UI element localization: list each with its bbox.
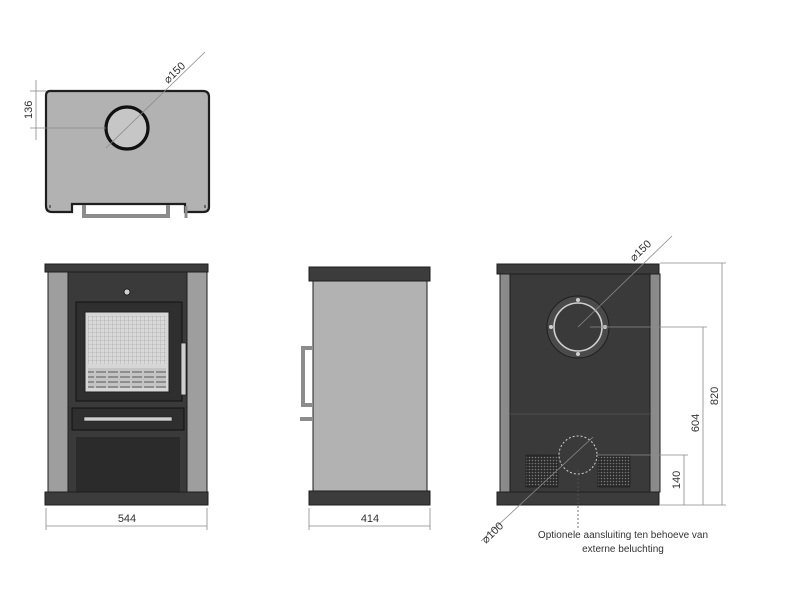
front-base	[44, 491, 209, 506]
rear-left-panel	[499, 273, 511, 493]
rear-inlet-leader	[480, 436, 594, 542]
front-left-panel	[47, 271, 69, 495]
front-view: 544	[44, 263, 209, 530]
top-view-handle	[82, 205, 170, 218]
rear-total-height-label: 820	[709, 387, 721, 405]
rear-flue-bolt	[549, 325, 553, 329]
front-top-knob	[123, 288, 131, 296]
rear-right-panel	[649, 273, 661, 493]
rear-flue-bolt	[576, 298, 580, 302]
front-width-label: 544	[118, 513, 136, 525]
vent-grille-icon	[525, 454, 559, 488]
side-handle	[301, 346, 312, 407]
side-base	[308, 490, 431, 506]
rear-flue-bolt	[576, 352, 580, 356]
rear-flue-label: ⌀150	[628, 238, 654, 264]
front-top-plate	[44, 263, 209, 273]
front-ash-drawer-handle	[83, 416, 173, 422]
top-view-bottom-edge	[49, 205, 206, 208]
rear-note-line2: externe beluchting	[582, 544, 664, 555]
side-depth-label: 414	[361, 513, 379, 525]
top-view: ⌀150 136	[23, 51, 211, 218]
front-right-panel	[186, 271, 208, 495]
top-view-depth-label: 136	[23, 101, 35, 119]
rear-view: ⌀150 820 604 140 ⌀100 Optionele aansluit…	[480, 235, 726, 555]
front-window-logs	[88, 368, 166, 388]
rear-flue-height-label: 604	[690, 414, 702, 432]
rear-note-line1: Optionele aansluiting ten behoeve van	[538, 530, 708, 541]
side-panel	[312, 280, 428, 492]
front-window-grid	[88, 316, 166, 364]
vent-grille-icon	[597, 454, 631, 488]
side-knob	[300, 417, 312, 421]
front-door-handle	[180, 342, 187, 396]
rear-inlet-diameter-label: ⌀100	[480, 520, 506, 546]
top-view-flue-leader	[105, 51, 206, 149]
rear-flue-leader	[577, 235, 673, 328]
top-view-flue-label: ⌀150	[162, 60, 188, 86]
top-view-body	[44, 89, 211, 214]
side-view: 414	[300, 266, 431, 530]
front-lower-recess	[76, 437, 180, 492]
side-top-plate	[308, 266, 431, 282]
rear-inlet-height-label: 140	[671, 471, 683, 489]
